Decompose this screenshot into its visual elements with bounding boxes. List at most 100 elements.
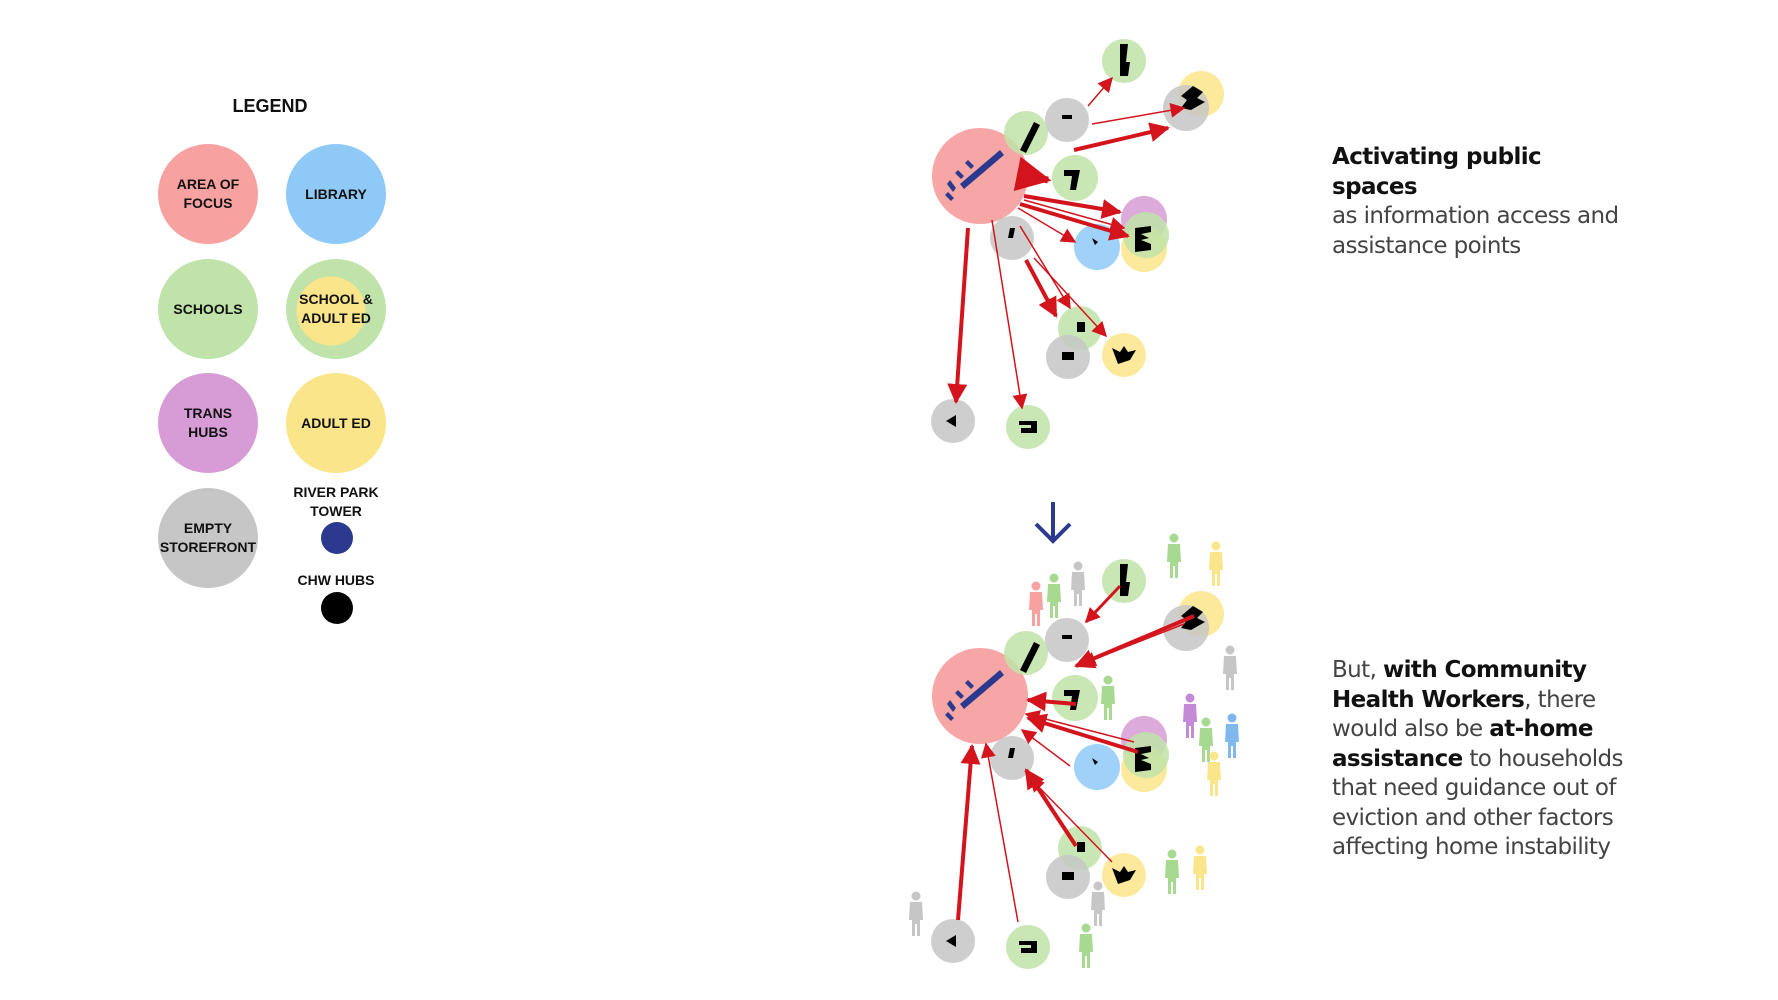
site-node	[1102, 333, 1146, 377]
site-node	[1006, 405, 1050, 449]
building-footprint	[1181, 86, 1205, 110]
person-head	[1167, 849, 1177, 859]
caption-bottom-part2: , there would also be	[1332, 686, 1596, 743]
site-circle	[1123, 212, 1169, 258]
person-body	[1165, 860, 1179, 894]
site-node	[1121, 196, 1169, 272]
person-head	[1081, 923, 1091, 933]
legend-river-park-tower-label: RIVER PARK TOWER	[293, 484, 379, 519]
site-node	[1163, 71, 1224, 131]
person-body	[909, 902, 923, 936]
site-circle	[1074, 744, 1120, 790]
legend-title: LEGEND	[232, 96, 308, 116]
person-head	[1227, 713, 1237, 723]
legend-library-label: LIBRARY	[305, 185, 367, 202]
legend-empty-storefront: EMPTY STOREFRONT	[158, 488, 258, 588]
person-icon	[1091, 881, 1105, 926]
site-node	[1046, 855, 1090, 899]
person-icon	[909, 891, 923, 936]
flow-arrow	[1087, 76, 1113, 107]
person-body	[1167, 544, 1181, 578]
caption-top-bold: Activating public spaces	[1332, 144, 1542, 200]
flow-arrow	[991, 219, 1028, 410]
legend-school-adult-ed-label: SCHOOL & ADULT ED	[299, 291, 373, 326]
person-head	[1093, 881, 1103, 891]
person-body	[1199, 728, 1213, 762]
legend-library: LIBRARY	[286, 144, 386, 244]
site-node	[1006, 925, 1050, 969]
flow-arrow	[947, 227, 970, 404]
building-footprint	[1064, 690, 1080, 710]
person-head	[911, 891, 921, 901]
site-node	[990, 216, 1034, 260]
person-icon	[1165, 849, 1179, 894]
flow-arrow	[1084, 584, 1122, 624]
building-footprint	[1092, 238, 1098, 245]
area-of-focus-node	[932, 648, 1028, 744]
legend-chw-hubs-label: CHW HUBS	[297, 572, 375, 588]
flow-arrow	[1080, 623, 1185, 667]
legend-river-park-tower-dot	[321, 522, 353, 554]
site-node	[931, 399, 975, 443]
person-head	[1169, 533, 1179, 543]
legend-schools-label: SCHOOLS	[173, 300, 243, 317]
down-arrow-icon	[1034, 502, 1072, 544]
flow-arrow	[1019, 225, 1071, 310]
site-node	[1052, 675, 1098, 721]
legend-empty-storefront-label: EMPTY STOREFRONT	[159, 520, 257, 555]
flow-arrow	[1028, 776, 1113, 863]
person-icon	[1101, 675, 1115, 720]
building-footprint	[1135, 746, 1151, 772]
site-circle	[1006, 405, 1050, 449]
person-head	[1103, 675, 1113, 685]
building-footprint	[1064, 170, 1080, 190]
legend-area-of-focus: AREA OF FOCUS	[158, 144, 258, 244]
person-head	[1049, 573, 1059, 583]
site-node	[1045, 98, 1089, 142]
site-node	[1045, 618, 1089, 662]
person-body	[1071, 572, 1085, 606]
flow-arrow	[1033, 257, 1108, 338]
caption-bottom: But, with Community Health Workers, ther…	[1332, 656, 1632, 863]
site-node	[1004, 111, 1048, 155]
site-node	[1121, 716, 1169, 792]
person-body	[1207, 762, 1221, 796]
caption-bottom-bold1: with Community Health Workers	[1332, 657, 1587, 713]
diagram-public-spaces	[931, 39, 1224, 449]
person-body	[1101, 686, 1115, 720]
building-footprint	[1019, 941, 1037, 953]
site-node	[1163, 591, 1224, 651]
building-footprint	[946, 935, 956, 947]
flow-arrow	[1026, 691, 1077, 712]
building-footprint	[1020, 642, 1040, 673]
site-circle	[1006, 925, 1050, 969]
building-footprint	[946, 415, 956, 427]
site-node	[1004, 631, 1048, 675]
building-footprint	[1020, 122, 1040, 153]
site-node	[1074, 744, 1120, 790]
caption-bottom-part1: But,	[1332, 657, 1383, 683]
building-footprint	[1077, 842, 1085, 852]
person-icon	[1207, 751, 1221, 796]
caption-bottom-part3: to households that need guidance out of …	[1332, 745, 1624, 861]
person-icon	[1071, 561, 1085, 606]
caption-bottom-bold2: at-home assistance	[1332, 716, 1593, 772]
flow-arrow	[1091, 102, 1186, 125]
building-footprint	[1062, 352, 1074, 360]
person-icon	[1029, 581, 1043, 626]
diagram-community-health-workers	[931, 559, 1224, 969]
person-body	[1209, 552, 1223, 586]
flow-arrow	[1023, 194, 1122, 219]
person-icon	[1079, 923, 1093, 968]
person-icon	[1225, 713, 1239, 758]
building-footprint	[1019, 421, 1037, 433]
person-icon	[1047, 573, 1061, 618]
site-node	[1052, 155, 1098, 201]
site-node	[990, 736, 1034, 780]
person-head	[1225, 645, 1235, 655]
flow-arrow	[1020, 729, 1071, 767]
person-head	[1201, 717, 1211, 727]
person-body	[1193, 856, 1207, 890]
person-icon	[1223, 645, 1237, 690]
